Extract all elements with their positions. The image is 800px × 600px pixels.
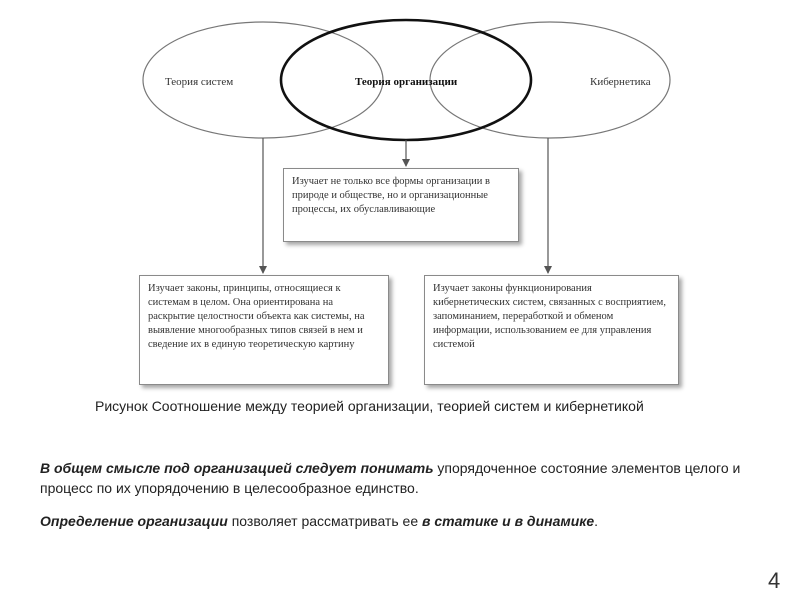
ellipse-cybernetics — [429, 21, 671, 139]
statics-dynamics-paragraph: Определение организации позволяет рассма… — [40, 511, 760, 531]
cybernetics-box: Изучает законы функционирования кибернет… — [424, 275, 679, 385]
definition-emphasis: В общем смысле под организацией следует … — [40, 460, 434, 476]
definition-paragraph: В общем смысле под организацией следует … — [40, 458, 760, 498]
venn-diagram: Теория систем Теория организации Киберне… — [142, 18, 671, 274]
paragraph2-end: . — [594, 513, 599, 529]
ellipse-cybernetics-label: Кибернетика — [590, 76, 651, 88]
systems-theory-box: Изучает законы, принципы, относящиеся к … — [139, 275, 389, 385]
figure-caption: Рисунок Соотношение между теорией органи… — [95, 398, 644, 414]
ellipse-organization-label: Теория организации — [355, 76, 458, 88]
organization-definition-emphasis: Определение организации — [40, 513, 228, 529]
definition-text: упорядоченное состояние элементов целого… — [40, 460, 741, 496]
statics-dynamics-emphasis: в статике и в динамике — [422, 513, 595, 529]
page-number: 4 — [768, 568, 781, 593]
organization-theory-box: Изучает не только все формы организации … — [283, 168, 519, 242]
paragraph2-middle: позволяет рассматривать ее — [227, 513, 422, 529]
ellipse-systems-label: Теория систем — [165, 76, 233, 88]
